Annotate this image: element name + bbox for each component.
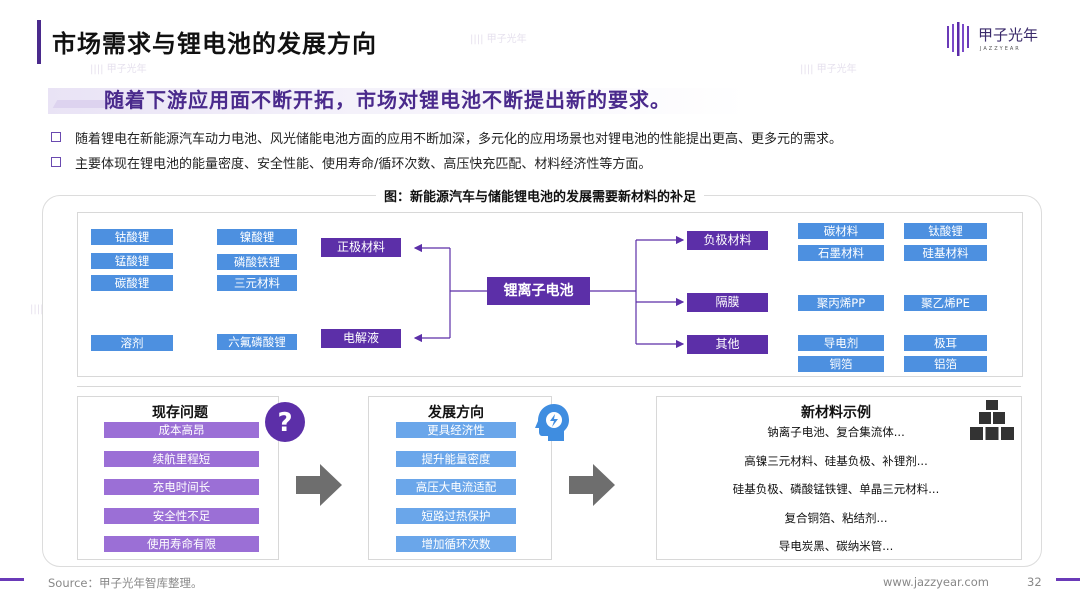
svg-text:?: ? (277, 408, 292, 438)
material-tag: 铜箔 (798, 356, 884, 372)
divider (77, 386, 1021, 387)
directions-title: 发展方向 (428, 405, 484, 421)
material-tag: 三元材料 (217, 275, 297, 291)
material-tag: 锰酸锂 (91, 253, 173, 269)
example-item: 高镍三元材料、硅基负极、补锂剂... (744, 454, 928, 468)
problems-title: 现存问题 (152, 405, 208, 421)
bullet-text: 随着锂电在新能源汽车动力电池、风光储能电池方面的应用不断加深，多元化的应用场景也… (75, 132, 843, 147)
material-tag: 磷酸铁锂 (217, 254, 297, 270)
problem-item: 充电时间长 (104, 479, 259, 495)
direction-item: 增加循环次数 (396, 536, 516, 552)
watermark: |||| 甲子光年 (800, 64, 857, 75)
examples-box (656, 396, 1022, 560)
question-icon: ? (265, 402, 305, 442)
arrow-right-icon (569, 464, 615, 506)
material-tag: 硅基材料 (904, 245, 987, 261)
watermark: |||| 甲子光年 (90, 64, 147, 75)
figure-caption: 图：新能源汽车与储能锂电池的发展需要新材料的补足 (0, 186, 1080, 205)
material-tag: 极耳 (904, 335, 987, 351)
example-item: 导电炭黑、碳纳米管... (778, 539, 894, 553)
page-number: 32 (1027, 575, 1042, 589)
material-tag: 钴酸锂 (91, 229, 173, 245)
logo-icon (947, 22, 969, 56)
material-tag: 铝箔 (904, 356, 987, 372)
material-tag: 钛酸锂 (904, 223, 987, 239)
material-tag: 镍酸锂 (217, 229, 297, 245)
direction-item: 高压大电流适配 (396, 479, 516, 495)
material-tag: 聚乙烯PE (904, 295, 987, 311)
direction-item: 短路过热保护 (396, 508, 516, 524)
node-cathode: 正极材料 (321, 238, 401, 257)
source-note: Source：甲子光年智库整理。 (48, 576, 203, 590)
watermark: |||| 甲子光年 (470, 34, 527, 45)
material-tag: 聚丙烯PP (798, 295, 884, 311)
node-li-ion-battery: 锂离子电池 (487, 277, 590, 305)
example-item: 复合铜箔、粘结剂... (784, 511, 888, 525)
subtitle: 随着下游应用面不断开拓，市场对锂电池不断提出新的要求。 (104, 88, 671, 112)
material-tag: 导电剂 (798, 335, 884, 351)
problem-item: 使用寿命有限 (104, 536, 259, 552)
page-title: 市场需求与锂电池的发展方向 (52, 30, 377, 58)
material-tag: 六氟磷酸锂 (217, 334, 297, 350)
head-idea-icon (535, 404, 569, 441)
problem-item: 安全性不足 (104, 508, 259, 524)
title-accent-bar (37, 20, 41, 64)
website-link[interactable]: www.jazzyear.com (883, 575, 989, 589)
material-tag: 碳酸锂 (91, 275, 173, 291)
direction-item: 提升能量密度 (396, 451, 516, 467)
example-item: 钠离子电池、复合集流体... (767, 425, 905, 439)
material-tag: 石墨材料 (798, 245, 884, 261)
examples-title: 新材料示例 (801, 405, 871, 421)
material-tag: 溶剂 (91, 335, 173, 351)
bullet-square-icon (51, 157, 61, 167)
logo-text: 甲子光年 (978, 26, 1039, 44)
node-anode: 负极材料 (687, 231, 768, 250)
subtitle-band (48, 88, 748, 114)
problem-item: 成本高昂 (104, 422, 259, 438)
node-electrolyte: 电解液 (321, 329, 401, 348)
problem-item: 续航里程短 (104, 451, 259, 467)
bullet-square-icon (51, 132, 61, 142)
boxes-stack-icon (970, 400, 1014, 440)
figure-caption-text: 图：新能源汽车与储能锂电池的发展需要新材料的补足 (375, 190, 704, 205)
node-other: 其他 (687, 335, 768, 354)
node-separator: 隔膜 (687, 293, 768, 312)
arrow-right-icon (296, 464, 342, 506)
material-tag: 碳材料 (798, 223, 884, 239)
example-item: 硅基负极、磷酸锰铁锂、单晶三元材料... (732, 482, 940, 496)
footer-accent (0, 578, 24, 581)
logo-subtext: JAZZYEAR (980, 46, 1021, 52)
direction-item: 更具经济性 (396, 422, 516, 438)
footer-accent (1056, 578, 1080, 581)
bullet-text: 主要体现在锂电池的能量密度、安全性能、使用寿命/循环次数、高压快充匹配、材料经济… (75, 157, 652, 172)
